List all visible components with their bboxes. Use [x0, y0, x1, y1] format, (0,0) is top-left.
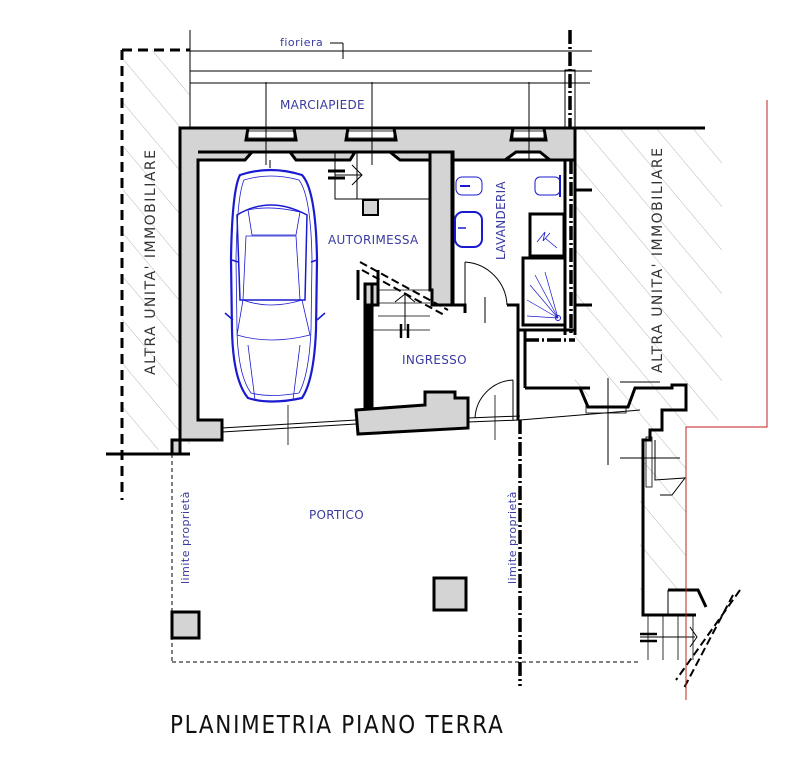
label-portico: PORTICO — [309, 508, 364, 522]
right-structure — [530, 126, 741, 689]
garage-vent-box — [328, 151, 431, 216]
garage-front-glazing — [221, 405, 641, 445]
car-outline — [224, 160, 326, 403]
label-limite-proprieta-left: limite proprietà — [179, 491, 192, 584]
garage-interior-outline — [196, 150, 432, 420]
street-edge-lines — [189, 30, 705, 131]
bidet-fixture — [455, 176, 483, 196]
ingresso-walls — [363, 270, 590, 420]
label-marciapiede: MARCIAPIEDE — [280, 98, 365, 112]
label-limite-proprieta-right: limite proprietà — [506, 491, 519, 584]
utility-cabinet — [528, 212, 566, 258]
toilet-fixture — [534, 175, 561, 197]
entry-door — [474, 379, 514, 440]
label-autorimessa: AUTORIMESSA — [328, 233, 419, 247]
portico-area — [170, 420, 640, 686]
label-lavanderia: LAVANDERIA — [494, 181, 508, 260]
label-altra-unita-right: ALTRA UNITA' IMMOBILIARE — [650, 147, 666, 374]
lavanderia-room — [451, 155, 592, 335]
drawing-title: PLANIMETRIA PIANO TERRA — [170, 710, 505, 739]
right-neighbor-unit — [575, 128, 722, 590]
stairs — [359, 261, 449, 338]
label-fioriera: fioriera — [280, 36, 323, 49]
shower-fixture — [521, 256, 567, 327]
red-boundary-line — [685, 100, 768, 700]
label-ingresso: INGRESSO — [402, 353, 467, 367]
sink-fixture — [454, 211, 483, 248]
label-altra-unita-left: ALTRA UNITA' IMMOBILIARE — [143, 149, 159, 376]
